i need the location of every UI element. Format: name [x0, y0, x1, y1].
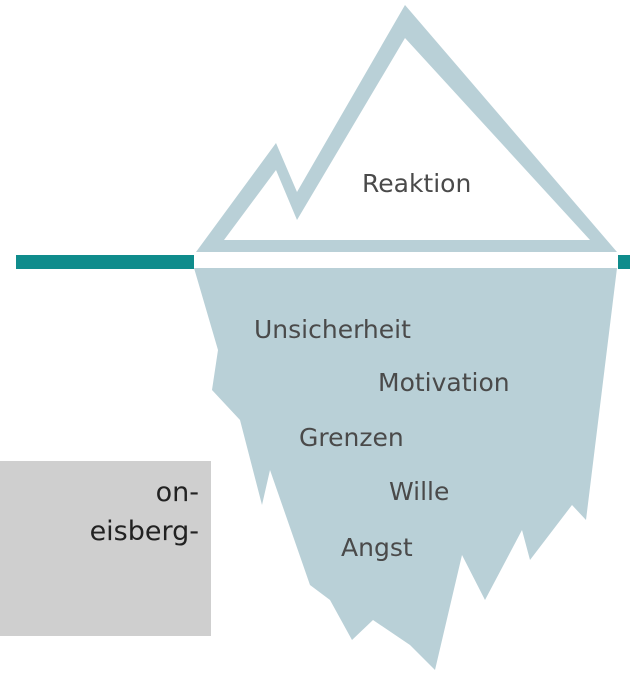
label-angst: Angst: [341, 533, 413, 562]
caption-line-1: on-: [155, 477, 199, 508]
label-wille: Wille: [389, 477, 449, 506]
caption-box: on- eisberg-: [0, 461, 211, 636]
waterline-right: [618, 255, 630, 269]
iceberg-underwater: [194, 268, 617, 670]
label-motivation: Motivation: [378, 368, 510, 397]
label-grenzen: Grenzen: [299, 423, 404, 452]
label-unsicherheit: Unsicherheit: [254, 315, 411, 344]
tip-label: Reaktion: [362, 169, 471, 198]
iceberg-tip-inner: [224, 38, 590, 240]
waterline-left: [16, 255, 194, 269]
caption-line-2: eisberg-: [89, 516, 199, 547]
